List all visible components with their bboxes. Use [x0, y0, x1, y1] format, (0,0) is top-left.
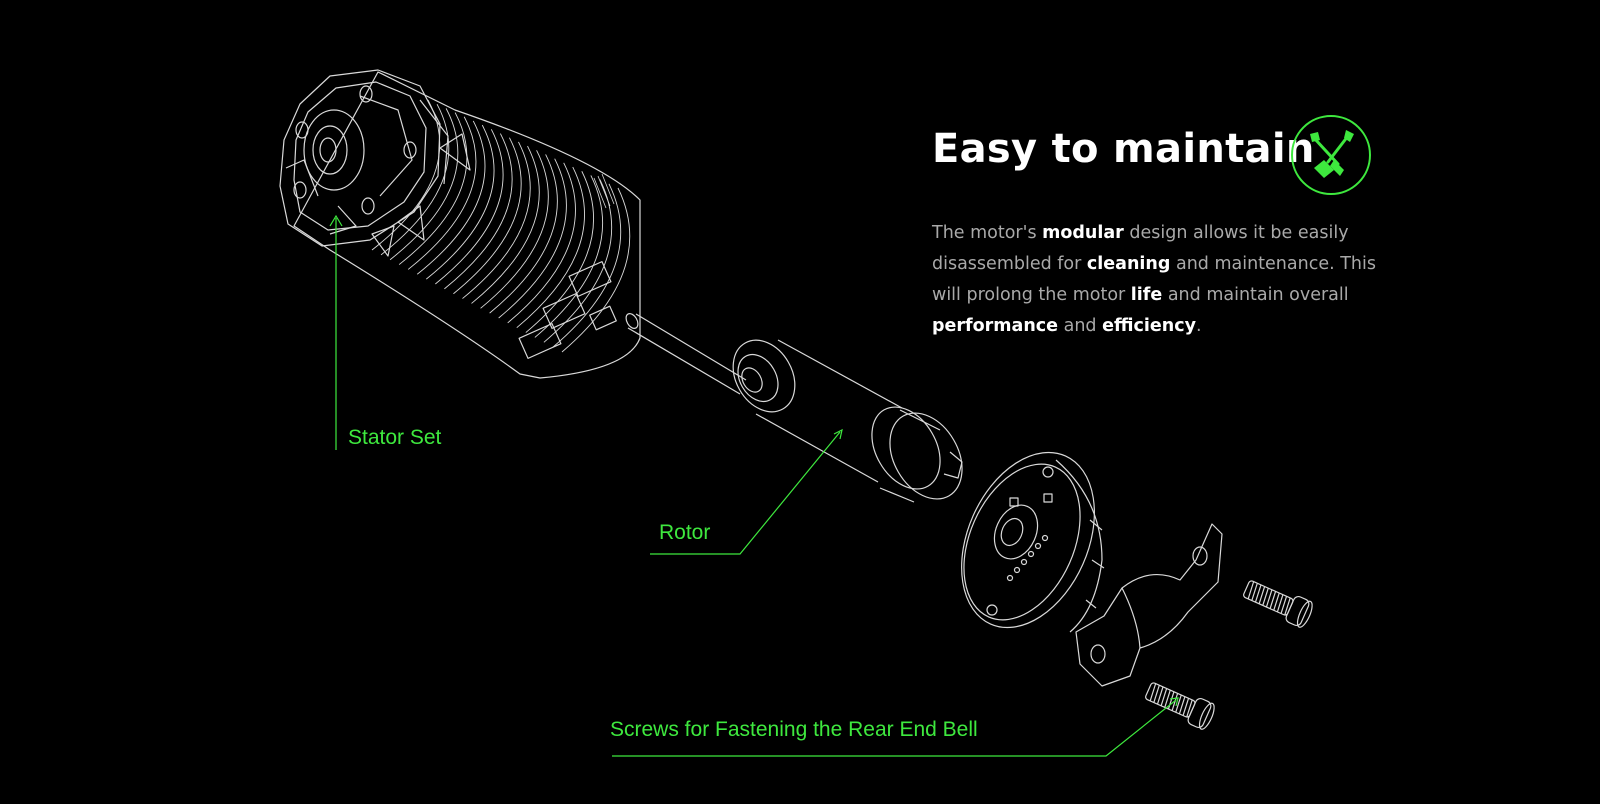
screws-label: Screws for Fastening the Rear End Bell — [610, 718, 978, 741]
screwdriver-wrench-icon — [1291, 115, 1371, 195]
description-highlight: life — [1130, 285, 1163, 305]
description-highlight: cleaning — [1086, 254, 1171, 274]
description-text: and maintenance. This will prolong the m… — [932, 254, 1376, 305]
rotor-leader-line — [650, 431, 841, 555]
description-text: The motor's — [932, 223, 1043, 243]
rotor-label: Rotor — [659, 521, 711, 544]
stator-leader-arrow — [329, 214, 343, 227]
description-text: . — [1195, 316, 1202, 336]
rotor-drawing — [625, 313, 963, 503]
screws-leader-line — [612, 699, 1177, 757]
description-highlight: performance — [932, 316, 1059, 336]
description-highlight: modular — [1042, 223, 1124, 243]
description-text: and maintain overall — [1162, 285, 1349, 305]
stator-set-drawing — [279, 69, 641, 379]
clamp-plate-drawing — [1075, 523, 1223, 687]
maintenance-description: The motor's modular design allows it be … — [932, 218, 1402, 342]
description-text: design allows it be easily disassembled … — [932, 223, 1349, 274]
rear-end-bell-drawing — [961, 451, 1105, 633]
description-text: and — [1058, 316, 1103, 336]
rotor-leader-arrow — [833, 428, 843, 440]
screws-leader-arrow — [1169, 697, 1179, 707]
description-highlight: efficiency — [1102, 316, 1196, 336]
screws-drawing — [1145, 580, 1313, 730]
stator-set-label: Stator Set — [348, 426, 442, 449]
page-title: Easy to maintain — [932, 126, 1315, 172]
